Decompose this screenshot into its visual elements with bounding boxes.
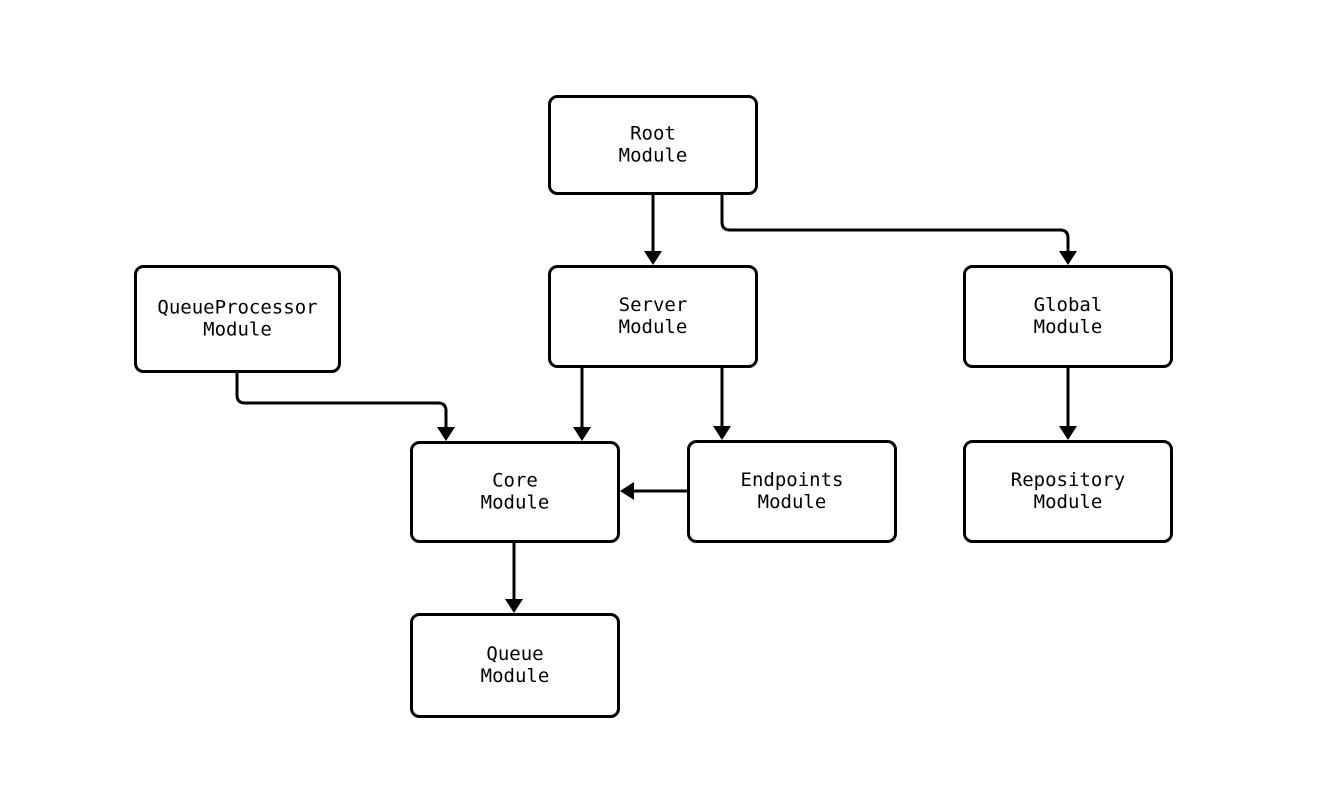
core-module-box[interactable] xyxy=(410,441,620,543)
edge-core-to-queue xyxy=(505,543,523,613)
queueprocessor-module-box[interactable] xyxy=(134,265,341,373)
endpoints-module-label-line1: Endpoints xyxy=(741,469,844,491)
edge-layer xyxy=(235,195,1077,613)
edge-server-to-core-arrowhead xyxy=(573,427,591,441)
edge-root-to-global-arrowhead xyxy=(1059,251,1077,265)
server-module-label-line1: Server xyxy=(619,294,688,316)
root-module-label-line2: Module xyxy=(619,145,688,167)
edge-root-to-global-line xyxy=(720,195,1070,251)
edge-root-to-global xyxy=(720,195,1077,265)
global-module-label-line1: Global xyxy=(1034,294,1103,316)
queueprocessor-module-label-line2: Module xyxy=(203,319,272,341)
server-module-box[interactable] xyxy=(548,265,758,368)
edge-core-to-queue-arrowhead xyxy=(505,599,523,613)
edge-endpoints-to-core xyxy=(620,482,687,500)
edge-server-to-endpoints xyxy=(713,368,731,440)
root-module-label-line1: Root xyxy=(630,123,676,145)
queue-module-label-line1: Queue xyxy=(486,643,543,665)
edge-queueprocessor-to-core-arrowhead xyxy=(437,427,455,441)
edge-root-to-server-arrowhead xyxy=(644,251,662,265)
server-module-label-line2: Module xyxy=(619,316,688,338)
global-module-label-line2: Module xyxy=(1034,316,1103,338)
edge-global-to-repository xyxy=(1059,368,1077,440)
edge-queueprocessor-to-core-line xyxy=(235,373,448,427)
global-module-box[interactable] xyxy=(963,265,1173,368)
edge-global-to-repository-arrowhead xyxy=(1059,426,1077,440)
queue-module-label-line2: Module xyxy=(481,665,550,687)
node-layer: RootModuleQueueProcessorModuleServerModu… xyxy=(134,95,1173,718)
endpoints-module-label-line2: Module xyxy=(758,491,827,513)
edge-endpoints-to-core-arrowhead xyxy=(620,482,634,500)
edge-server-to-endpoints-arrowhead xyxy=(713,426,731,440)
repository-module-label-line2: Module xyxy=(1034,491,1103,513)
endpoints-module-box[interactable] xyxy=(687,440,897,543)
edge-queueprocessor-to-core xyxy=(235,373,455,441)
repository-module-box[interactable] xyxy=(963,440,1173,543)
core-module-label-line2: Module xyxy=(481,492,550,514)
repository-module-label-line1: Repository xyxy=(1011,469,1125,491)
edge-server-to-core xyxy=(573,368,591,441)
queueprocessor-module-label-line1: QueueProcessor xyxy=(157,297,317,319)
core-module-label-line1: Core xyxy=(492,470,538,492)
queue-module-box[interactable] xyxy=(410,613,620,718)
root-module-box[interactable] xyxy=(548,95,758,195)
edge-root-to-server xyxy=(644,195,662,265)
